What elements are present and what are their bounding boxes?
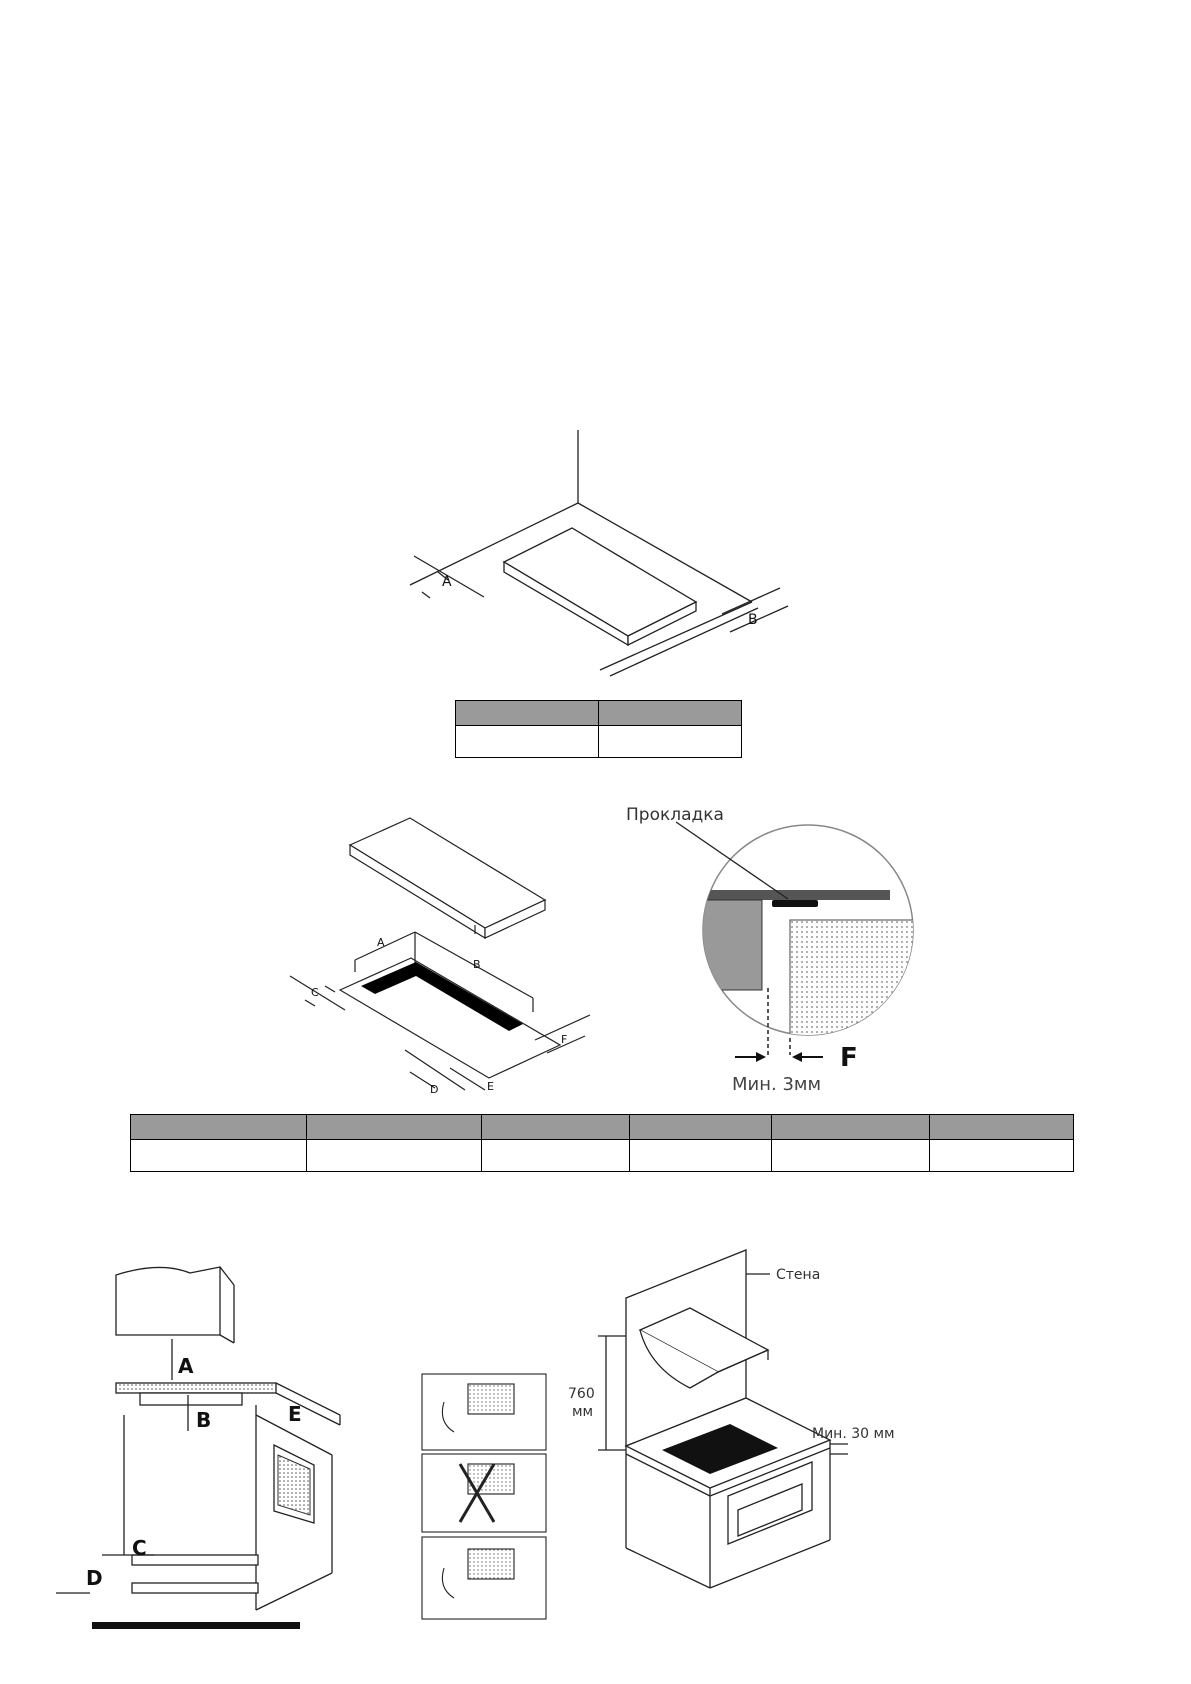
gap-f-label: F [840, 1043, 858, 1073]
hob-wall-clearance-diagram: A B [409, 430, 789, 677]
dimension-label-b: B [473, 958, 481, 971]
min-gap-label: Мин. 30 мм [812, 1426, 895, 1442]
cutout-dimensions-table [130, 1114, 1074, 1172]
cutout-dimensions-diagram: A B C D E F [289, 817, 591, 1096]
dimension-label-f: F [561, 1033, 567, 1046]
cutout-outline [361, 962, 523, 1031]
clearance-label-a: A [178, 1354, 194, 1378]
table2-cell [481, 1139, 631, 1172]
dimension-label-a: A [377, 936, 385, 949]
clearance-label-d: D [86, 1566, 103, 1590]
table2-cell [929, 1139, 1074, 1172]
height-value: 760 [568, 1386, 595, 1402]
installation-height-diagram: Стена 760 мм Мин. 30 мм [568, 1249, 895, 1589]
wall-label: Стена [776, 1267, 820, 1283]
dimension-label-c: C [311, 986, 319, 999]
gasket-label: Прокладка [626, 805, 724, 825]
min-gap-label: Мин. 3мм [732, 1074, 821, 1095]
table2-header-cell [305, 1114, 483, 1140]
table1-cell [455, 725, 599, 758]
table1-header-cell [455, 700, 599, 726]
table2-cell [629, 1139, 773, 1172]
table2-header-cell [481, 1114, 631, 1140]
table2-header-cell [629, 1114, 773, 1140]
table2-header-cell [929, 1114, 1074, 1140]
gasket-detail-diagram: Прокладка F Мин. 3мм [626, 805, 914, 1095]
table1-header-cell [598, 700, 742, 726]
clearance-label-c: C [132, 1536, 147, 1560]
dimension-label-a: A [442, 574, 452, 590]
clearance-table [455, 700, 742, 758]
table2-cell [771, 1139, 931, 1172]
clearance-label-e: E [288, 1402, 302, 1426]
dimension-label-b: B [748, 612, 758, 628]
clearance-label-b: B [196, 1408, 211, 1432]
dimension-label-e: E [487, 1080, 494, 1093]
table2-header-cell [771, 1114, 931, 1140]
table1-cell [598, 725, 742, 758]
height-unit: мм [572, 1404, 593, 1420]
table2-cell [305, 1139, 483, 1172]
airflow-detail-panels [421, 1373, 547, 1620]
table2-cell [130, 1139, 307, 1172]
ventilation-section-diagram: A B C D E [56, 1266, 341, 1629]
dimension-label-d: D [430, 1083, 438, 1096]
table2-header-cell [130, 1114, 307, 1140]
